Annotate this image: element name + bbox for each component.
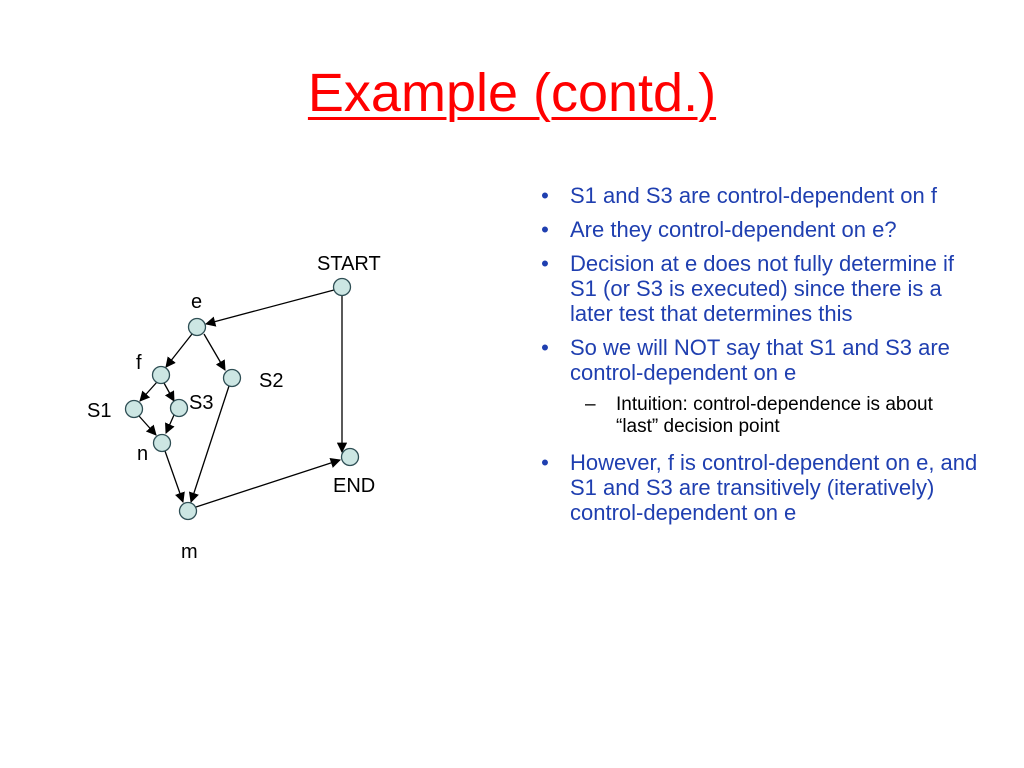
node-m	[178, 501, 198, 521]
bullet-marker: •	[541, 450, 549, 475]
label-s3: S3	[189, 392, 213, 414]
edge-f-s3	[163, 382, 175, 402]
node-s1	[124, 399, 144, 419]
edge-n-m	[164, 450, 185, 503]
edge-e-s2	[203, 333, 226, 371]
label-e: e	[191, 291, 202, 313]
edge-e-f	[165, 333, 193, 368]
label-s1: S1	[87, 400, 111, 422]
bullet-text: S1 and S3 are control-dependent on f	[570, 183, 937, 208]
slide-title: Example (contd.)	[307, 63, 717, 123]
label-start: START	[317, 253, 381, 275]
edge-m-end	[195, 457, 341, 508]
edge-s3-n	[165, 414, 175, 434]
node-f	[151, 365, 171, 385]
bullet-item: • However, f is control-dependent on e, …	[530, 450, 980, 525]
label-f: f	[136, 352, 142, 374]
edge-s2-m	[188, 385, 230, 503]
sub-bullet-marker: –	[585, 394, 596, 415]
node-end	[340, 447, 360, 467]
bullet-item: • So we will NOT say that S1 and S3 are …	[530, 335, 980, 385]
edge-f-s1	[139, 381, 158, 402]
bullet-item: • Are they control-dependent on e?	[530, 217, 980, 242]
label-m: m	[181, 541, 198, 563]
bullet-item: • Decision at e does not fully determine…	[530, 251, 980, 326]
node-s2	[222, 368, 242, 388]
node-s3	[169, 398, 189, 418]
control-flow-graph: START e f S2 S3 S1 n END m	[87, 253, 381, 563]
edge-s1-n	[138, 415, 157, 436]
bullet-item: • S1 and S3 are control-dependent on f	[530, 183, 980, 208]
bullet-text: So we will NOT say that S1 and S3 are co…	[570, 335, 950, 385]
label-s2: S2	[259, 370, 283, 392]
bullet-text: Are they control-dependent on e?	[570, 217, 897, 242]
bullet-list: • S1 and S3 are control-dependent on f •…	[530, 183, 980, 534]
sub-bullet-text: Intuition: control-dependence is about “…	[616, 394, 933, 437]
label-n: n	[137, 443, 148, 465]
bullet-marker: •	[541, 251, 549, 276]
sub-bullet-item: – Intuition: control-dependence is about…	[530, 394, 980, 438]
bullet-marker: •	[541, 183, 549, 208]
node-start	[332, 277, 352, 297]
label-end: END	[333, 475, 375, 497]
bullet-text: Decision at e does not fully determine i…	[570, 251, 954, 326]
bullet-marker: •	[541, 335, 549, 360]
bullet-marker: •	[541, 217, 549, 242]
bullet-text: However, f is control-dependent on e, an…	[570, 450, 978, 525]
node-n	[152, 433, 172, 453]
edge-start-e	[204, 289, 335, 327]
node-e	[187, 317, 207, 337]
